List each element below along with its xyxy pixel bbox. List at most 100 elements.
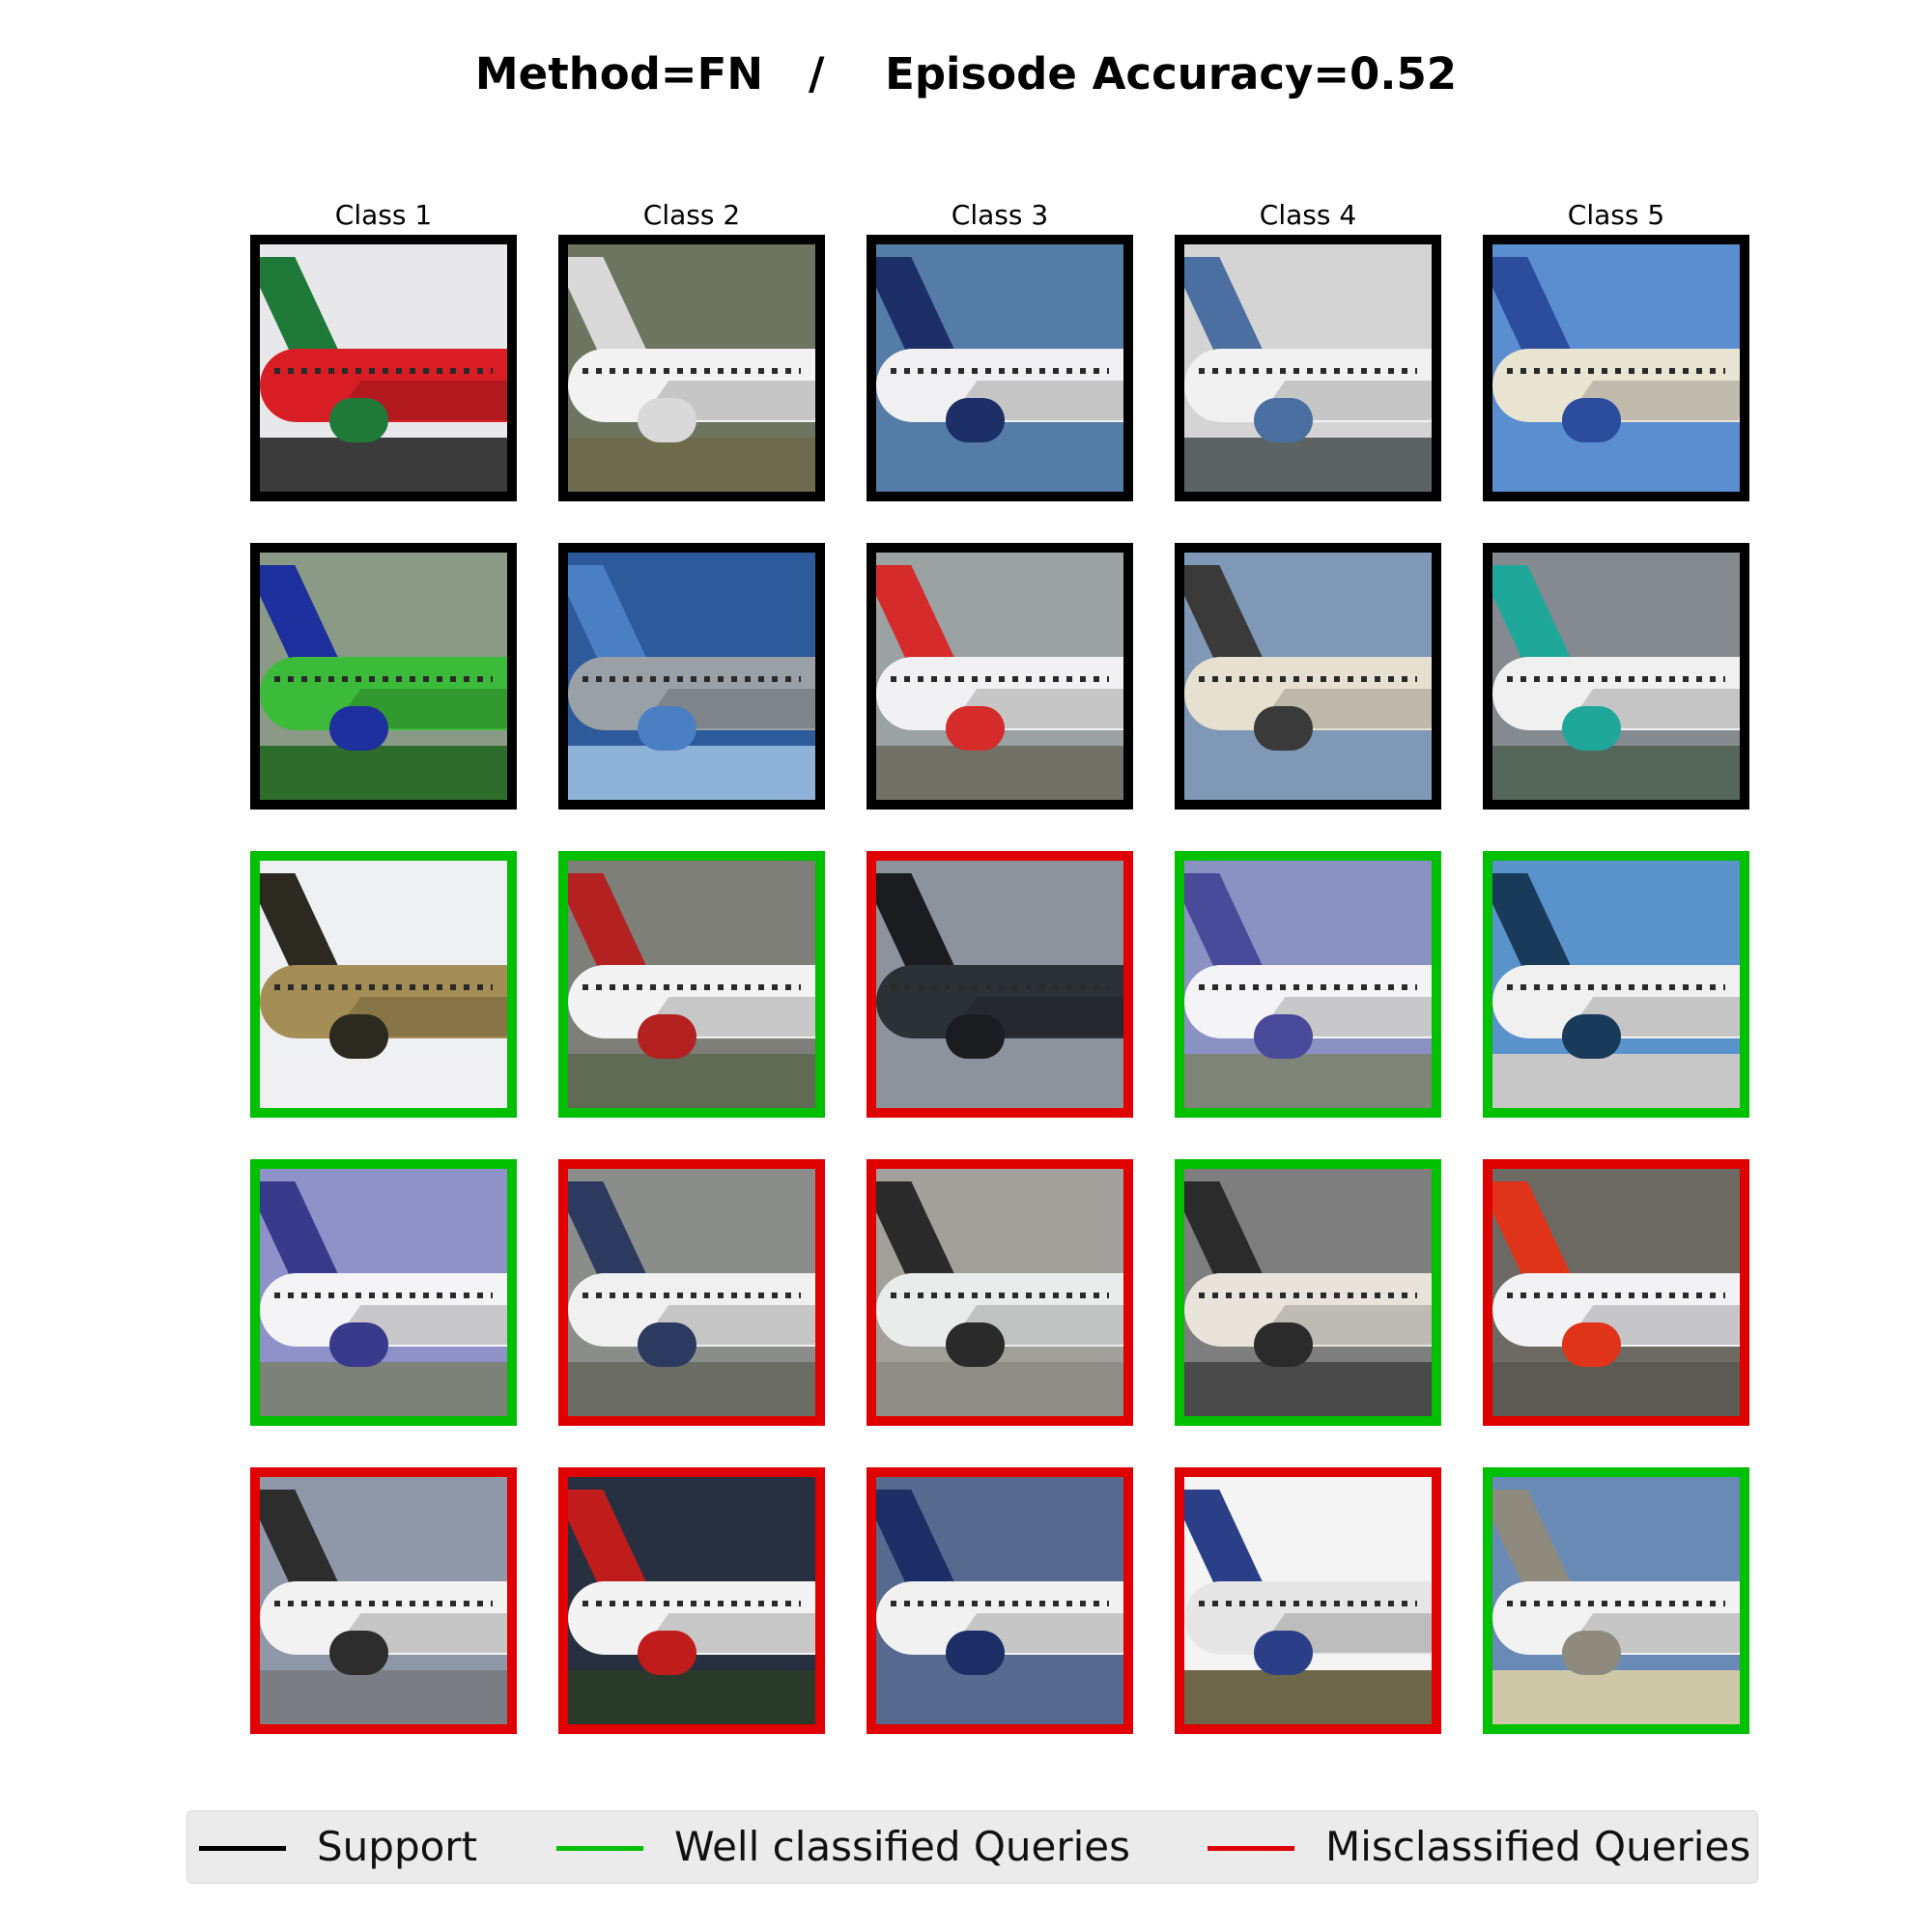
thumbnail-windows [1507,984,1725,990]
thumbnail-r1-c5 [1483,235,1749,501]
thumbnail-engine [1561,1630,1622,1675]
thumbnail-engine [328,705,389,751]
legend-label-misclassified: Misclassified Queries [1325,1823,1751,1870]
thumbnail-windows [582,1601,801,1606]
thumbnail-ground [1492,1361,1740,1416]
column-label-class-1: Class 1 [334,199,433,231]
legend-line-misclassified [1208,1846,1294,1851]
thumbnail-windows [274,984,493,990]
thumbnail-r5-c1 [250,1467,517,1734]
thumbnail-engine [945,397,1006,442]
column-label-class-4: Class 4 [1259,199,1357,231]
thumbnail-engine [1561,1013,1622,1059]
thumbnail-ground [876,1361,1123,1416]
thumbnail-windows [891,1601,1109,1606]
thumbnail-ground [1184,437,1432,492]
thumbnail-engine [1561,705,1622,751]
thumbnail-r1-c1 [250,235,517,501]
thumbnail-ground [1492,1669,1740,1724]
thumbnail-windows [274,1293,493,1298]
thumbnail-ground [876,1053,1123,1108]
thumbnail-windows [1507,1601,1725,1606]
thumbnail-r5-c3 [867,1467,1133,1734]
thumbnail-r3-c5 [1483,851,1749,1118]
thumbnail-r5-c2 [558,1467,825,1734]
thumbnail-engine [1561,397,1622,442]
thumbnail-windows [1199,984,1417,990]
thumbnail-r5-c5 [1483,1467,1749,1734]
thumbnail-engine [1253,397,1314,442]
thumbnail-ground [260,1669,507,1724]
thumbnail-engine [945,1013,1006,1059]
thumbnail-windows [891,984,1109,990]
thumbnail-windows [582,368,801,374]
thumbnail-ground [260,1053,507,1108]
thumbnail-engine [328,397,389,442]
thumbnail-ground [1184,1669,1432,1724]
thumbnail-windows [582,676,801,682]
thumbnail-r3-c4 [1175,851,1441,1118]
thumbnail-r4-c2 [558,1159,825,1426]
thumbnail-r2-c1 [250,543,517,810]
thumbnail-engine [328,1013,389,1059]
thumbnail-engine [1253,1630,1314,1675]
thumbnail-r2-c2 [558,543,825,810]
column-label-class-2: Class 2 [642,199,741,231]
thumbnail-windows [582,1293,801,1298]
thumbnail-windows [582,984,801,990]
thumbnail-ground [1184,1361,1432,1416]
thumbnail-r2-c4 [1175,543,1441,810]
thumbnail-r2-c3 [867,543,1133,810]
thumbnail-engine [1253,1013,1314,1059]
thumbnail-ground [1492,1053,1740,1108]
thumbnail-r4-c4 [1175,1159,1441,1426]
thumbnail-windows [891,676,1109,682]
thumbnail-ground [876,437,1123,492]
thumbnail-engine [945,1321,1006,1367]
thumbnail-ground [1184,745,1432,800]
thumbnail-engine [1253,705,1314,751]
thumbnail-engine [637,1013,697,1059]
thumbnail-r3-c3 [867,851,1133,1118]
thumbnail-windows [1199,1601,1417,1606]
thumbnail-engine [1253,1321,1314,1367]
thumbnail-ground [1492,437,1740,492]
thumbnail-ground [568,1361,815,1416]
thumbnail-engine [1561,1321,1622,1367]
thumbnail-windows [1199,1293,1417,1298]
legend: Support Well classified Queries Misclass… [186,1810,1758,1884]
thumbnail-ground [568,1669,815,1724]
legend-line-well-classified [556,1846,643,1851]
thumbnail-engine [945,705,1006,751]
thumbnail-ground [260,745,507,800]
thumbnail-ground [876,1669,1123,1724]
thumbnail-r4-c1 [250,1159,517,1426]
thumbnail-r1-c2 [558,235,825,501]
thumbnail-ground [568,1053,815,1108]
thumbnail-engine [945,1630,1006,1675]
legend-label-support: Support [317,1823,478,1870]
thumbnail-windows [891,1293,1109,1298]
thumbnail-r1-c3 [867,235,1133,501]
thumbnail-r3-c1 [250,851,517,1118]
thumbnail-engine [328,1630,389,1675]
column-label-class-5: Class 5 [1567,199,1665,231]
page-title: Method=FN / Episode Accuracy=0.52 [474,48,1458,99]
thumbnail-engine [637,1321,697,1367]
thumbnail-engine [637,1630,697,1675]
thumbnail-ground [876,745,1123,800]
thumbnail-engine [637,705,697,751]
thumbnail-ground [260,437,507,492]
thumbnail-windows [1199,368,1417,374]
legend-line-support [199,1846,286,1851]
thumbnail-r3-c2 [558,851,825,1118]
thumbnail-ground [1184,1053,1432,1108]
thumbnail-windows [274,676,493,682]
thumbnail-r4-c3 [867,1159,1133,1426]
thumbnail-ground [568,745,815,800]
thumbnail-r1-c4 [1175,235,1441,501]
legend-label-well-classified: Well classified Queries [674,1823,1131,1870]
thumbnail-windows [1507,676,1725,682]
thumbnail-windows [1507,368,1725,374]
thumbnail-r4-c5 [1483,1159,1749,1426]
